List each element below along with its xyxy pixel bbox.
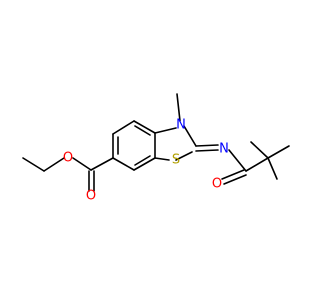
amide-carbonyl-bond-a: [221, 169, 245, 180]
thiazole-bond-2: [183, 125, 197, 147]
imine-bond-b: [195, 149, 219, 152]
ester-single-bond: [72, 157, 92, 171]
tbutyl-bond-3: [250, 141, 269, 159]
amide-nc-bond: [228, 149, 247, 172]
benzene-bond-5: [133, 157, 156, 171]
imine-bond-a: [195, 144, 219, 147]
ester-ring-bond: [90, 157, 114, 171]
thiazole-bond-4: [154, 157, 170, 161]
ring-nitrogen-label: N: [176, 118, 186, 133]
benzene-bond-2: [112, 120, 135, 135]
molecule-structure: O O S N N O: [22, 93, 290, 204]
ethyl-bond-1: [22, 157, 45, 172]
bond-layer: [22, 93, 290, 192]
n-methyl-bond: [176, 93, 181, 122]
thiazole-bond-1: [154, 127, 177, 134]
tbutyl-bond-1: [245, 157, 269, 172]
tbutyl-bond-2: [267, 145, 290, 159]
molecule-canvas: O O S N N O: [22, 93, 290, 204]
ester-oxygen-label: O: [63, 151, 73, 166]
amide-carbonyl-bond-b: [223, 174, 247, 185]
tbutyl-bond-4: [267, 157, 278, 180]
benzene-inner-bond-3: [134, 155, 151, 166]
ethyl-bond-2: [43, 157, 65, 172]
amide-oxygen-label: O: [212, 177, 222, 192]
atom-label-layer: O O S N N O: [63, 118, 229, 204]
ester-carbonyl-oxygen-label: O: [86, 189, 96, 204]
benzene-bond-3: [133, 120, 156, 134]
benzene-inner-bond-2: [134, 125, 151, 136]
imine-nitrogen-label: N: [219, 142, 229, 157]
thiazole-bond-3: [175, 151, 193, 161]
benzene-bond-6: [112, 157, 135, 171]
sulfur-label: S: [172, 153, 180, 168]
